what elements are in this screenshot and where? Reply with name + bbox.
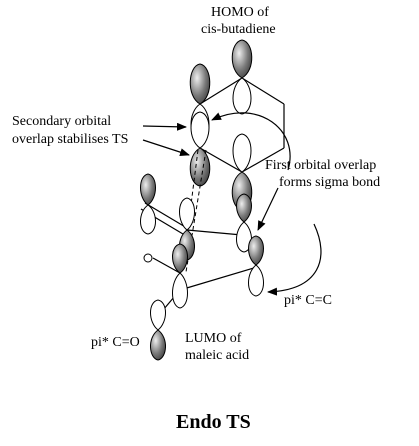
shaded-lobe [231, 39, 253, 79]
dienophile-skeleton [140, 202, 258, 317]
curved-arrow-pi-cc [267, 223, 322, 296]
open-lobe [179, 197, 195, 231]
pi-co-label: pi* C=O [91, 335, 140, 350]
shaded-lobe [248, 235, 264, 266]
shaded-lobe [189, 147, 211, 187]
shaded-lobe [150, 329, 166, 361]
lumo-orbital-cb [172, 243, 188, 309]
lumo-label-line2: maleic acid [185, 348, 250, 363]
sigma-arrow [257, 187, 279, 231]
first-overlap-label-line2: forms sigma bond [279, 175, 381, 190]
open-lobe [172, 272, 188, 309]
open-lobe [232, 133, 252, 173]
secondary-arrow-lower [142, 139, 190, 157]
homo-label-line1: HOMO of [211, 5, 269, 20]
annotation-arrows [142, 112, 322, 296]
pi-cc-orbital-bottom [248, 235, 264, 297]
homo-orbital-c2 [231, 39, 253, 115]
pi-cc-label: pi* C=C [284, 293, 332, 308]
open-lobe [248, 264, 264, 297]
oxygen-atom [143, 253, 153, 263]
pi-cc-orbital-top [236, 193, 252, 253]
open-lobe [232, 77, 252, 115]
shaded-lobe [236, 193, 252, 223]
open-lobe [236, 221, 252, 253]
open-lobe [150, 299, 166, 331]
curved-arrow-overlap [211, 112, 291, 171]
open-lobe [140, 204, 156, 235]
diagram-title: Endo TS [176, 411, 251, 433]
lumo-label-line1: LUMO of [185, 331, 242, 346]
first-overlap-label-line1: First orbital overlap [265, 158, 377, 173]
shaded-lobe [140, 173, 156, 206]
secondary-overlap-label-line1: Secondary orbital [12, 114, 112, 129]
homo-label-line2: cis-butadiene [201, 22, 276, 37]
homo-orbital-c4 [189, 111, 211, 187]
shaded-lobe [172, 243, 188, 274]
pi-co-orbital [150, 299, 166, 361]
lumo-orbital-carbonyl-c [140, 173, 156, 235]
open-lobe [190, 111, 210, 149]
secondary-arrow-upper [142, 122, 187, 131]
shaded-lobe [189, 63, 211, 105]
secondary-overlap-label-line2: overlap stabilises TS [12, 132, 129, 147]
